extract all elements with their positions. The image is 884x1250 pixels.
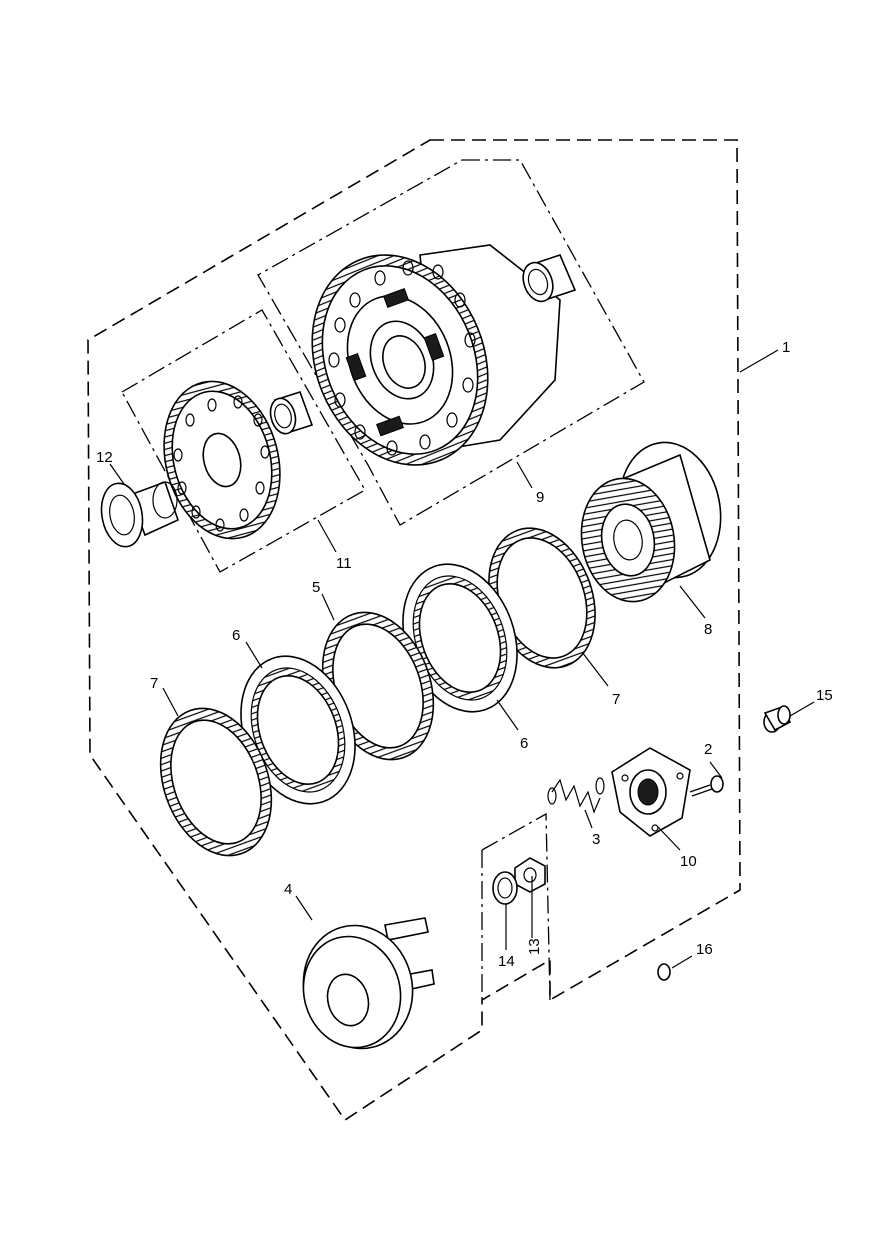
callout-8: 8 — [704, 621, 712, 638]
bush-part — [100, 480, 179, 548]
callout-11: 11 — [336, 555, 352, 572]
pressure-plate-part — [302, 917, 435, 1050]
needle-bearing-upper — [522, 254, 577, 303]
basket-subgroup-boundary — [257, 159, 645, 526]
callout-2: 2 — [704, 741, 712, 758]
callout-15: 15 — [816, 687, 833, 704]
spring-part — [547, 777, 605, 814]
callout-7-lower: 7 — [150, 675, 158, 692]
friction-plate-lower — [159, 707, 273, 857]
callout-14: 14 — [498, 953, 515, 970]
callout-6-lower: 6 — [232, 627, 240, 644]
bolt-part — [689, 775, 724, 797]
needle-bearing-lower — [269, 391, 314, 435]
callout-7-upper: 7 — [612, 691, 620, 708]
callout-4: 4 — [284, 881, 292, 898]
circlip-part — [657, 963, 671, 981]
gear-holes — [328, 260, 476, 456]
nut-subgroup-boundary — [481, 812, 551, 1001]
clutch-hub-part — [580, 441, 722, 603]
leader-lines — [109, 349, 815, 969]
plain-plate-upper — [402, 563, 518, 713]
callout-12: 12 — [96, 449, 113, 466]
callout-3: 3 — [592, 831, 600, 848]
bearing-plate-part — [611, 747, 691, 837]
callout-1: 1 — [782, 339, 790, 356]
callout-16: 16 — [696, 941, 713, 958]
callout-5: 5 — [312, 579, 320, 596]
callout-9: 9 — [536, 489, 544, 506]
plug-part — [763, 705, 792, 733]
washer-part — [492, 871, 518, 905]
callout-6-upper: 6 — [520, 735, 528, 752]
nut-part — [514, 857, 546, 893]
callout-13: 13 — [526, 938, 543, 955]
callout-labels: 1 2 3 4 5 6 6 7 7 8 9 10 11 12 13 14 15 … — [96, 339, 833, 970]
callout-10: 10 — [680, 853, 697, 870]
driven-gear-part — [163, 380, 281, 540]
clutch-basket-part — [311, 244, 561, 466]
